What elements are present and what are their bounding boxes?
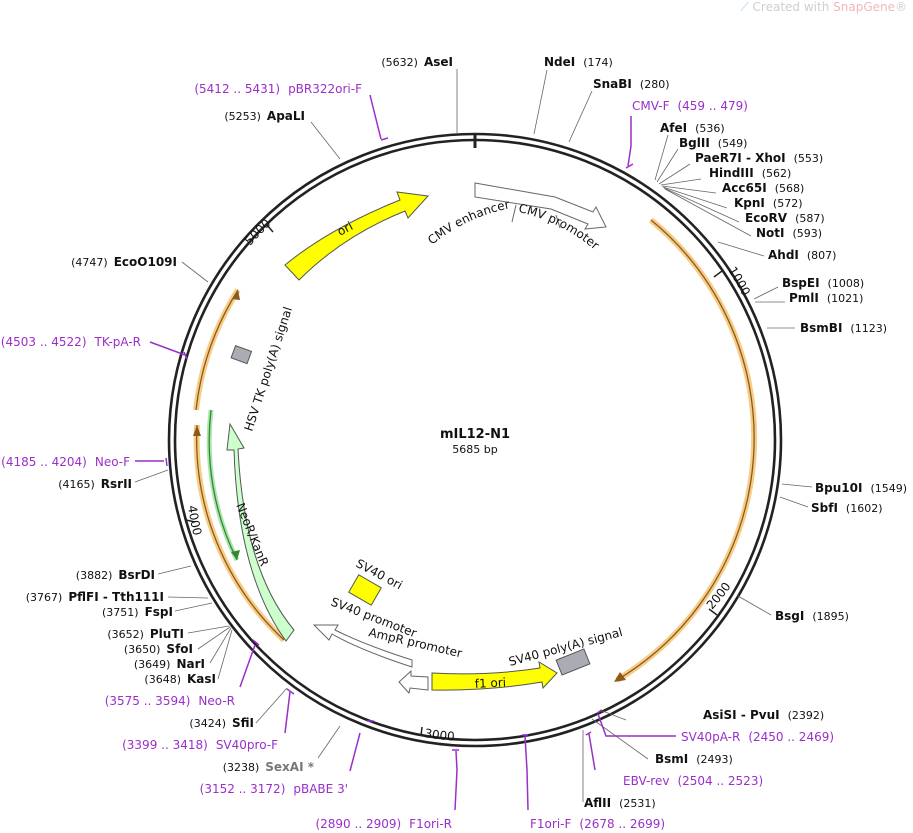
orf-main-line[interactable] xyxy=(616,219,755,681)
orf-main-arrowhead xyxy=(614,672,626,682)
tick-mark-4000 xyxy=(185,519,196,523)
feature-label-hsv-tk-polya: HSV TK poly(A) signal xyxy=(242,305,295,433)
site-nari[interactable]: (3649)NarI xyxy=(134,657,205,671)
site-sfoi[interactable]: (3650)SfoI xyxy=(124,642,193,656)
tick-label-3000: 3000 xyxy=(424,726,456,743)
site-ecorv[interactable]: EcoRV(587) xyxy=(745,211,825,225)
feature-sv40-ori-box[interactable] xyxy=(348,574,382,606)
site-asisi-pvui[interactable]: AsiSI - PvuI(2392) xyxy=(703,708,824,722)
feature-sv40-promoter-arrow[interactable] xyxy=(312,624,413,668)
site-aflii[interactable]: AflII(2531) xyxy=(584,796,656,810)
site-kpni[interactable]: KpnI(572) xyxy=(734,196,803,210)
watermark-brand: SnapGene xyxy=(833,0,895,14)
tick-mark-5000 xyxy=(266,224,274,233)
feature-cmv-promoter-leader xyxy=(555,214,561,229)
site-sfii[interactable]: (3424)SfiI xyxy=(189,716,254,730)
tick-mark-3000 xyxy=(420,726,423,737)
feature-label-ori: ori xyxy=(335,219,355,239)
primer-tk-pa-r[interactable]: (4503 .. 4522)TK-pA-R xyxy=(1,335,141,349)
tick-mark-2000 xyxy=(708,608,718,616)
watermark-mark: ® xyxy=(895,0,907,14)
site-paer7i-xhoi[interactable]: PaeR7I - XhoI(553) xyxy=(695,151,823,165)
feature-f1-ori-arrow[interactable] xyxy=(431,661,558,691)
site-noti[interactable]: NotI(593) xyxy=(756,226,822,240)
feature-cmv-enhancer-leader xyxy=(511,204,517,223)
feature-label-cmv-enhancer: CMV enhancer xyxy=(425,197,511,247)
tick-label-4000: 4000 xyxy=(185,504,204,536)
site-pflfi-tth111i[interactable]: (3767)PflFI - Tth111I xyxy=(26,590,164,604)
orf-neo-long-line[interactable] xyxy=(195,424,285,641)
site-ahdi[interactable]: AhdI(807) xyxy=(768,248,836,262)
primer-sv40pro-f[interactable]: (3399 .. 3418)SV40pro-F xyxy=(122,738,278,752)
primer-neo-r[interactable]: (3575 .. 3594)Neo-R xyxy=(105,694,235,708)
primer-neo-f[interactable]: (4185 .. 4204)Neo-F xyxy=(1,455,130,469)
site-sbfi[interactable]: SbfI(1602) xyxy=(811,501,883,515)
primer-sv40pa-r[interactable]: SV40pA-R(2450 .. 2469) xyxy=(681,730,834,744)
site-leader-lines xyxy=(134,69,813,802)
feature-sv40-polya-box[interactable] xyxy=(555,648,591,676)
watermark-prefix: Created with xyxy=(752,0,830,14)
site-apali[interactable]: (5253)ApaLI xyxy=(224,109,305,123)
site-bsmi[interactable]: BsmI(2493) xyxy=(655,752,733,766)
snapgene-logo-icon: ⟋ xyxy=(740,0,749,14)
feature-label-f1-ori: f1 ori xyxy=(474,675,506,691)
primer-pbabe-3[interactable]: (3152 .. 3172)pBABE 3' xyxy=(200,782,348,796)
site-asei[interactable]: (5632)AseI xyxy=(381,55,453,69)
site-pmli[interactable]: PmlI(1021) xyxy=(789,291,863,305)
site-bsmbi[interactable]: BsmBI(1123) xyxy=(800,321,887,335)
orf-hsv-line[interactable] xyxy=(195,289,239,411)
ruler-ticks: 1000 2000 3000 4000 5000 xyxy=(185,216,753,743)
site-sexai[interactable]: (3238)SexAI * xyxy=(223,760,315,774)
tick-mark-1000 xyxy=(713,270,723,278)
site-ecoo109i[interactable]: (4747)EcoO109I xyxy=(71,255,177,269)
orf-arcs xyxy=(193,217,758,683)
primers: (5412 .. 5431)pBR322ori-F CMV-F(459 .. 4… xyxy=(1,82,834,831)
site-pluti[interactable]: (3652)PluTI xyxy=(107,627,184,641)
site-bspei[interactable]: BspEI(1008) xyxy=(782,276,864,290)
feature-ori-arrow[interactable] xyxy=(284,191,430,281)
site-ndei[interactable]: NdeI(174) xyxy=(544,55,613,69)
site-acc65i[interactable]: Acc65I(568) xyxy=(722,181,804,195)
site-bsgi[interactable]: BsgI(1895) xyxy=(775,609,849,623)
orf-neo-long-arrowhead xyxy=(193,425,201,436)
feature-cmv-promoter-arrow[interactable] xyxy=(474,182,607,230)
primer-ebv-rev[interactable]: EBV-rev(2504 .. 2523) xyxy=(623,774,763,788)
primer-cmv-f[interactable]: CMV-F(459 .. 479) xyxy=(632,99,748,113)
feature-hsv-tk-polya-box[interactable] xyxy=(230,344,253,365)
site-bglii[interactable]: BglII(549) xyxy=(679,136,747,150)
site-afei[interactable]: AfeI(536) xyxy=(660,121,725,135)
orf-green-arrowhead xyxy=(231,550,240,560)
feature-neor-kanr-arrow[interactable] xyxy=(226,422,295,642)
primer-markers xyxy=(135,94,676,811)
primer-f1ori-r[interactable]: (2890 .. 2909)F1ori-R xyxy=(315,817,452,831)
plasmid-backbone xyxy=(167,132,783,748)
feature-ampr-promoter-arrow[interactable] xyxy=(398,669,429,695)
primer-pbr322ori-f[interactable]: (5412 .. 5431)pBR322ori-F xyxy=(194,82,362,96)
restriction-sites: (5632)AseI NdeI(174) SnaBI(280) AfeI(536… xyxy=(26,55,907,810)
plasmid-title: mIL12-N1 xyxy=(440,427,510,442)
site-hindiii[interactable]: HindIII(562) xyxy=(709,166,791,180)
orf-hsv-glow xyxy=(193,288,241,411)
site-snabi[interactable]: SnaBI(280) xyxy=(593,77,670,91)
plasmid-size: 5685 bp xyxy=(452,443,497,456)
primer-f1ori-f[interactable]: F1ori-F(2678 .. 2699) xyxy=(530,817,665,831)
features: CMV enhancer CMV promoter ori HSV TK pol… xyxy=(226,182,624,695)
site-bpu10i[interactable]: Bpu10I(1549) xyxy=(815,481,907,495)
site-kasi[interactable]: (3648)KasI xyxy=(144,672,216,686)
orf-hsv-arrowhead xyxy=(232,290,240,300)
site-bsrdi[interactable]: (3882)BsrDI xyxy=(76,568,155,582)
orf-green-line[interactable] xyxy=(208,409,238,561)
site-fspi[interactable]: (3751)FspI xyxy=(102,605,173,619)
snapgene-watermark: ⟋ Created with SnapGene® xyxy=(740,0,907,15)
site-rsrii[interactable]: (4165)RsrII xyxy=(58,477,132,491)
